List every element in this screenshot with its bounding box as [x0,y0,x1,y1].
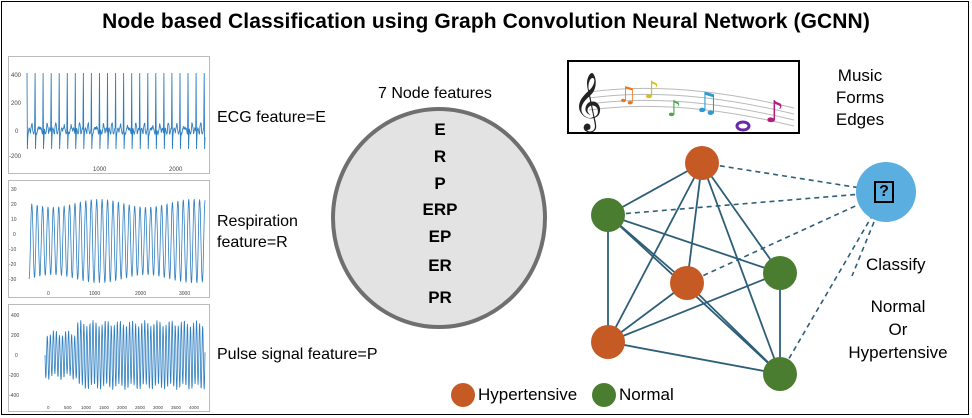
outcome-line3: Hypertensive [848,343,948,362]
respiration-x-tick: 3000 [179,291,190,297]
music-note-icon: ♫ [694,86,719,119]
respiration-y-ticks: 30 20 10 0 -10 -20 -30 [9,187,17,283]
node-feature-item: E [434,120,446,139]
pulse-y-tick: -400 [9,393,19,399]
music-notes-image: 𝄞 ♫ ♪ ♪ ♫ ♪ [567,60,800,134]
node-features-heading: 7 Node features [378,85,492,102]
ecg-trace [26,72,206,150]
node-feature-item: R [433,147,447,166]
pulse-y-tick: 400 [11,313,20,319]
pulse-x-tick: 2000 [117,405,128,410]
music-note-icon: ♫ [617,83,637,108]
music-caption-line2: Forms [835,88,885,107]
pulse-y-tick: 200 [11,333,20,339]
outcome-line1: Normal [870,297,926,316]
ecg-x-ticks: 1000 2000 [93,167,183,173]
pulse-y-ticks: 400 200 0 -200 -400 [9,313,20,399]
whole-note-icon [735,120,751,132]
normal-legend-swatch [592,383,616,407]
pulse-y-tick: -200 [9,373,19,379]
pulse-y-tick: 0 [15,353,18,359]
ecg-feature-label: ECG feature=E [217,109,326,126]
music-note-icon: ♪ [667,97,681,122]
ecg-x-tick: 1000 [93,167,107,173]
node-feature-item: PR [428,288,452,307]
pulse-trace [44,320,206,390]
respiration-y-tick: -30 [9,277,16,283]
outcome-line2: Or [888,320,908,339]
respiration-y-tick: -10 [9,247,16,253]
ecg-y-tick: 0 [15,129,19,135]
node-features-ellipse [331,107,547,329]
respiration-trace [28,198,206,284]
respiration-x-tick: 0 [47,291,50,297]
ecg-y-ticks: 400 200 0 -200 [9,73,22,160]
normal-legend-label: Normal [619,385,674,404]
respiration-y-tick: 10 [11,217,17,223]
music-note-icon: ♪ [644,76,659,104]
respiration-feature-label-line2: feature=R [217,234,288,251]
respiration-feature-label-line1: Respiration [217,213,298,230]
treble-clef-icon: 𝄞 [573,72,603,132]
pulse-x-tick: 1500 [99,405,110,410]
pulse-x-tick: 3000 [153,405,164,410]
hypertensive-legend-swatch [451,383,475,407]
pulse-x-ticks: 0 500 1000 1500 2000 2500 3000 3500 4000 [47,405,200,410]
respiration-y-tick: 20 [11,202,17,208]
ecg-y-tick: 400 [11,73,22,79]
pulse-x-tick: 4000 [189,405,200,410]
respiration-signal-plot: 30 20 10 0 -10 -20 -30 0 1000 2000 3000 [8,180,210,298]
ecg-signal-plot: 400 200 0 -200 1000 2000 [8,56,210,174]
music-staff-illustration: 𝄞 ♫ ♪ ♪ ♫ ♪ [573,72,795,132]
node-feature-item: ER [428,256,452,275]
ecg-x-tick: 2000 [169,167,183,173]
respiration-x-ticks: 0 1000 2000 3000 [47,291,190,297]
ecg-y-tick: 200 [11,101,22,107]
pulse-x-tick: 2500 [135,405,146,410]
respiration-x-tick: 1000 [89,291,100,297]
node-feature-item: P [434,174,446,193]
hypertensive-legend-label: Hypertensive [478,385,578,404]
ecg-y-tick: -200 [9,154,22,160]
music-note-icon: ♪ [765,95,784,130]
pulse-x-tick: 3500 [171,405,182,410]
music-caption-line3: Edges [835,110,885,129]
pulse-x-tick: 500 [64,405,72,410]
pulse-feature-label: Pulse signal feature=P [217,346,378,363]
pulse-signal-plot: 400 200 0 -200 -400 0 500 1000 1500 2000… [8,304,210,412]
respiration-y-tick: 30 [11,187,17,193]
diagram-title: Node based Classification using Graph Co… [102,10,870,33]
respiration-x-tick: 2000 [135,291,146,297]
node-feature-item: EP [428,227,452,246]
question-mark-icon: ? [874,181,894,203]
pulse-x-tick: 0 [47,405,50,410]
node-feature-item: ERP [422,200,458,219]
respiration-y-tick: 0 [13,232,16,238]
respiration-y-tick: -20 [9,262,16,268]
classify-label: Classify [866,255,926,274]
music-caption-line1: Music [837,66,883,85]
pulse-x-tick: 1000 [81,405,92,410]
